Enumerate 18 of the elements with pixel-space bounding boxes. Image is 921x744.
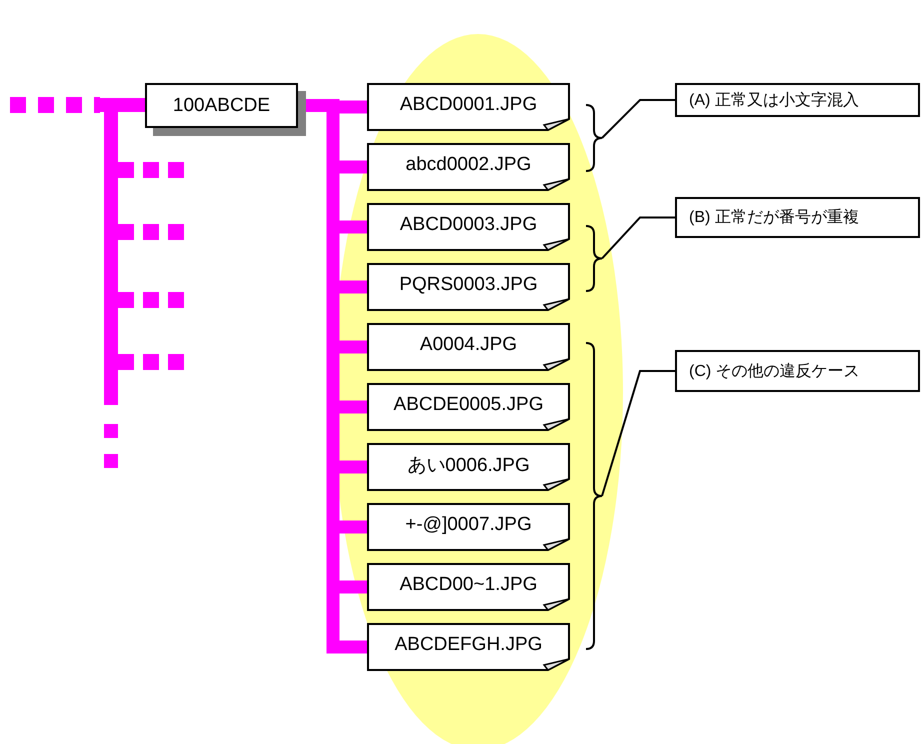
leader-line: [601, 216, 675, 260]
file-box: abcd0002.JPG: [367, 143, 570, 191]
file-box: ABCD0003.JPG: [367, 203, 570, 251]
callout-box: (A) 正常又は小文字混入: [675, 83, 920, 117]
file-box: A0004.JPG: [367, 323, 570, 371]
brace: [585, 104, 602, 172]
leader-line: [601, 99, 675, 139]
brace: [585, 225, 602, 292]
file-box: あい0006.JPG: [367, 443, 570, 491]
file-box: +-@]0007.JPG: [367, 503, 570, 551]
callout-box: (C) その他の違反ケース: [675, 350, 920, 392]
file-box: ABCDEFGH.JPG: [367, 623, 570, 671]
brace: [585, 342, 602, 650]
file-box: PQRS0003.JPG: [367, 263, 570, 311]
file-box: ABCD00~1.JPG: [367, 563, 570, 611]
callout-box: (B) 正常だが番号が重複: [675, 197, 920, 238]
file-box: ABCDE0005.JPG: [367, 383, 570, 431]
file-box: ABCD0001.JPG: [367, 83, 570, 131]
